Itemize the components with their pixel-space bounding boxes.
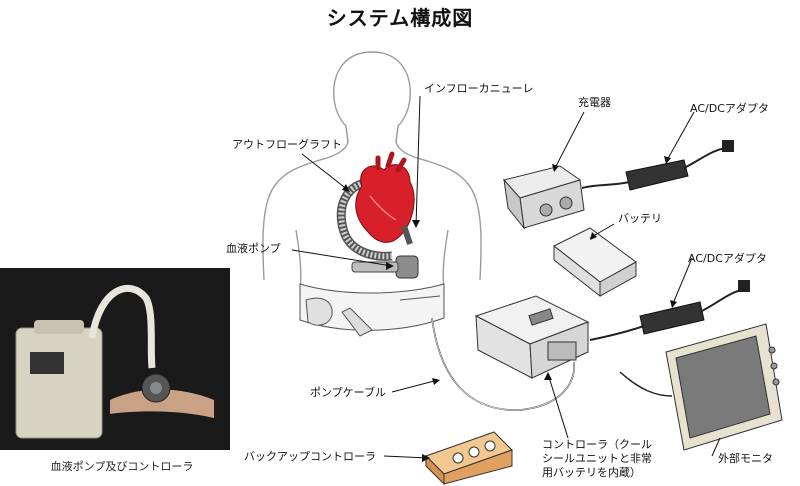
- label-battery: バッテリ: [618, 212, 662, 225]
- acdc-adapter-2: [589, 280, 750, 341]
- carry-belt: [299, 283, 445, 337]
- external-monitor-device: [619, 323, 783, 451]
- human-torso-outline: [262, 51, 482, 293]
- backup-controller-device: [425, 431, 513, 486]
- photo-pump-and-controller: [0, 268, 230, 450]
- label-inflow-cannula: インフローカニューレ: [424, 82, 534, 95]
- label-outflow-graft: アウトフローグラフト: [232, 138, 342, 151]
- label-acdc-adapter-1: AC/DCアダプタ: [690, 102, 769, 115]
- label-pump-cable: ポンプケーブル: [310, 386, 387, 399]
- label-backup-controller: バックアップコントローラ: [244, 450, 376, 463]
- label-charger: 充電器: [578, 96, 611, 109]
- acdc-adapter-1: [581, 140, 734, 191]
- outflow-graft: [336, 177, 393, 261]
- leader-arrows: [342, 156, 677, 462]
- leader-lines: [291, 95, 721, 459]
- controller-device: [474, 295, 590, 379]
- diagram-title: システム構成図: [326, 6, 474, 30]
- label-acdc-adapter-2: AC/DCアダプタ: [688, 252, 767, 265]
- heart: [355, 151, 415, 243]
- charger-device: [503, 165, 585, 230]
- label-controller: コントローラ（クール シールユニットと非常 用バッテリを内蔵）: [542, 438, 652, 479]
- battery-device: [553, 227, 637, 298]
- label-blood-pump: 血液ポンプ: [226, 242, 281, 255]
- label-external-monitor: 外部モニタ: [718, 452, 773, 465]
- photo-caption: 血液ポンプ及びコントローラ: [50, 460, 194, 473]
